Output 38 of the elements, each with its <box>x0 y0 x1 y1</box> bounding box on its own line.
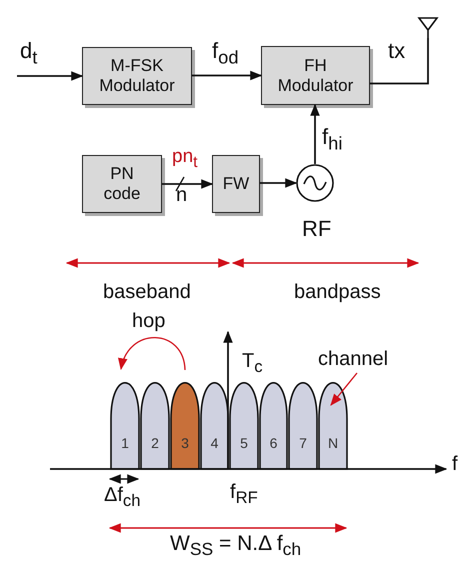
channel-number: 7 <box>298 435 308 451</box>
line <box>370 38 429 84</box>
oscillator-symbol <box>296 164 334 202</box>
channel-number: 4 <box>210 435 220 451</box>
callout-label: channel <box>318 348 388 371</box>
axis-label: T$_{c}$ <box>242 350 263 377</box>
arrow <box>162 179 214 189</box>
arrow <box>260 178 298 188</box>
axis-label: f$_{RF}$ <box>230 481 258 508</box>
modulator-block: M-FSK Modulator <box>82 47 192 105</box>
arrow <box>192 70 262 80</box>
arrow <box>310 104 320 164</box>
bus-width-label: n <box>176 184 188 207</box>
channel-number: 1 <box>120 435 130 451</box>
code-generator-block: PN code <box>82 155 162 213</box>
arrow <box>17 71 84 81</box>
channel-number: 3 <box>180 435 190 451</box>
channel-number: 6 <box>268 435 278 451</box>
edge-label: f$_{od}$ <box>212 38 239 68</box>
dimension-label: W$_{SS}$ = N.Δ f$_{ch}$ <box>170 532 302 560</box>
axis-label: f <box>452 453 458 476</box>
region-label: baseband <box>103 281 191 304</box>
synthesizer-block: FW <box>212 155 260 213</box>
dimension-label: Δf$_{ch}$ <box>104 484 141 511</box>
edge-label: hop <box>132 310 166 333</box>
antenna-icon <box>418 16 438 38</box>
channel-number: 2 <box>150 435 160 451</box>
component-label: RF <box>302 216 332 242</box>
modulator-block: FH Modulator <box>261 46 370 105</box>
region-label: bandpass <box>294 281 381 304</box>
edge-label: f$_{hi}$ <box>322 124 342 154</box>
hop-arrow <box>119 337 186 370</box>
leader-line <box>330 372 358 406</box>
edge-label: tx <box>388 38 406 64</box>
channel-number: 5 <box>239 435 249 451</box>
edge-label: d$_{t}$ <box>20 38 38 68</box>
channel-number: N <box>326 435 340 451</box>
edge-label: pn$_{t}$ <box>172 146 198 172</box>
